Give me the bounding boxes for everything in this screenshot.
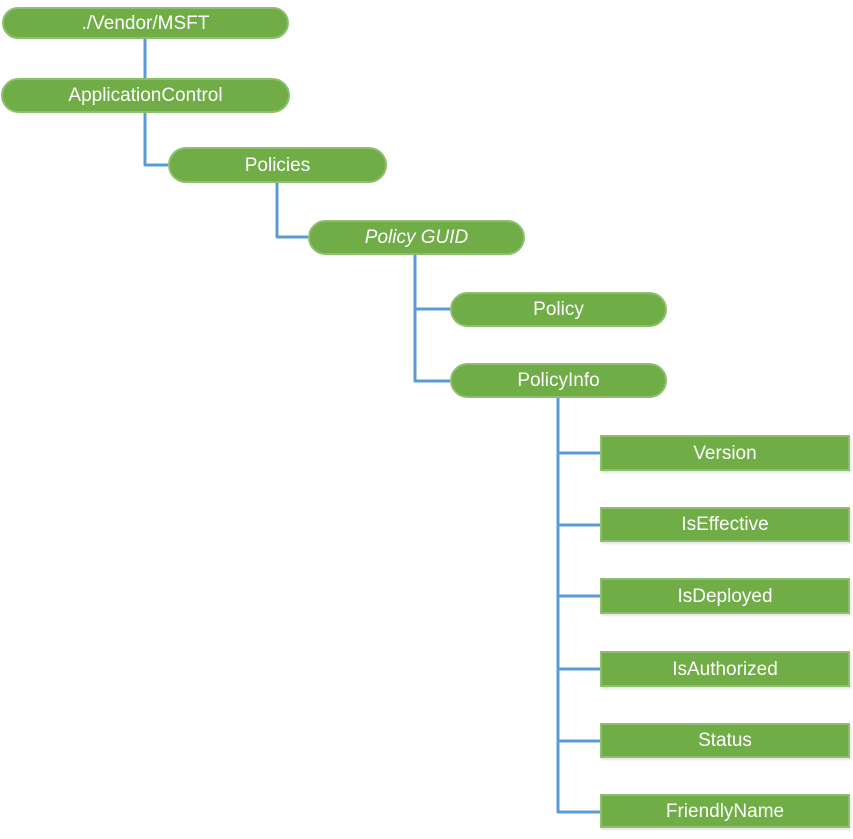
node-policies: Policies [168, 147, 387, 183]
node-vendor-msft: ./Vendor/MSFT [2, 7, 289, 39]
node-is-deployed: IsDeployed [600, 578, 850, 614]
node-is-effective: IsEffective [600, 507, 850, 542]
node-version: Version [600, 435, 850, 471]
connector-appcontrol-to-policies [143, 113, 168, 167]
node-friendly-name: FriendlyName [600, 794, 850, 828]
node-policy: Policy [450, 292, 667, 327]
node-application-control: ApplicationControl [1, 78, 290, 113]
connector-policies-to-policyguid [275, 183, 308, 239]
connector-policyinfo-trunk [556, 398, 600, 814]
node-policy-info: PolicyInfo [450, 363, 667, 398]
connector-policyguid-trunk [413, 255, 450, 383]
node-is-authorized: IsAuthorized [600, 651, 850, 687]
node-status: Status [600, 723, 850, 758]
node-policy-guid: Policy GUID [308, 220, 525, 255]
